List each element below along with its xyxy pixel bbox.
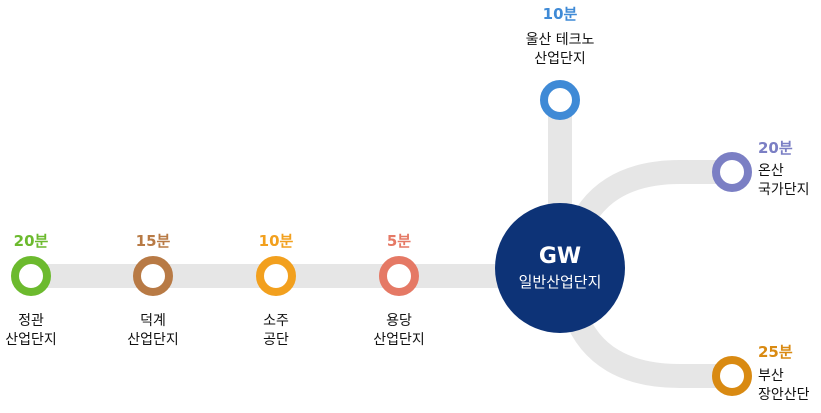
- station-name-line1: 용당: [386, 313, 412, 329]
- station-label-jeonggwan: 정관 산업단지: [0, 312, 71, 350]
- station-time-onsan: 20분: [758, 138, 793, 157]
- station-name-line2: 공단: [263, 332, 289, 348]
- hub-code: GW: [538, 244, 582, 269]
- station-time: 20분: [758, 139, 793, 157]
- station-time: 20분: [13, 232, 49, 250]
- station-label-onsan: 온산 국가단지: [758, 162, 810, 200]
- hub-name: 일반산업단지: [518, 273, 602, 291]
- station-name-line2: 산업단지: [5, 332, 57, 348]
- station-name-line2: 국가단지: [758, 182, 810, 198]
- station-name-line1: 울산 테크노: [525, 32, 595, 48]
- station-name-line1: 덕계: [140, 313, 166, 329]
- station-label-busan-jangan: 부산 장안산단: [758, 367, 810, 405]
- station-node-yongdang: [379, 256, 419, 296]
- station-time-deokgye: 15분: [113, 231, 193, 250]
- station-node-onsan: [712, 152, 752, 192]
- station-time-yongdang: 5분: [359, 231, 439, 250]
- station-node-deokgye: [133, 256, 173, 296]
- station-name-line2: 산업단지: [534, 51, 586, 67]
- station-time-busan-jangan: 25분: [758, 342, 793, 361]
- station-name-line2: 산업단지: [373, 332, 425, 348]
- station-name-line1: 온산: [758, 163, 784, 179]
- station-label-deokgye: 덕계 산업단지: [113, 312, 193, 350]
- station-label-soju: 소주 공단: [236, 312, 316, 350]
- station-time: 10분: [542, 5, 578, 23]
- station-name-line1: 소주: [263, 313, 289, 329]
- station-node-ulsan-techno: [540, 80, 580, 120]
- station-nodes: [11, 80, 752, 396]
- station-time-ulsan-techno: 10분: [510, 4, 610, 23]
- station-node-soju: [256, 256, 296, 296]
- station-name-line1: 부산: [758, 368, 784, 384]
- station-name-line2: 산업단지: [127, 332, 179, 348]
- hub-node: GW 일반산업단지: [495, 203, 625, 333]
- station-label-yongdang: 용당 산업단지: [359, 312, 439, 350]
- station-name-line2: 장안산단: [758, 387, 810, 403]
- station-node-jeonggwan: [11, 256, 51, 296]
- station-node-busan-jangan: [712, 356, 752, 396]
- station-time: 5분: [386, 232, 412, 250]
- station-name-line1: 정관: [18, 313, 44, 329]
- station-time: 25분: [758, 343, 793, 361]
- station-time-soju: 10분: [236, 231, 316, 250]
- track-southeast-line: [563, 302, 744, 388]
- station-label-ulsan-techno: 울산 테크노 산업단지: [500, 31, 620, 69]
- station-time: 10분: [258, 232, 294, 250]
- station-time: 15분: [135, 232, 171, 250]
- station-time-jeonggwan: 20분: [0, 231, 71, 250]
